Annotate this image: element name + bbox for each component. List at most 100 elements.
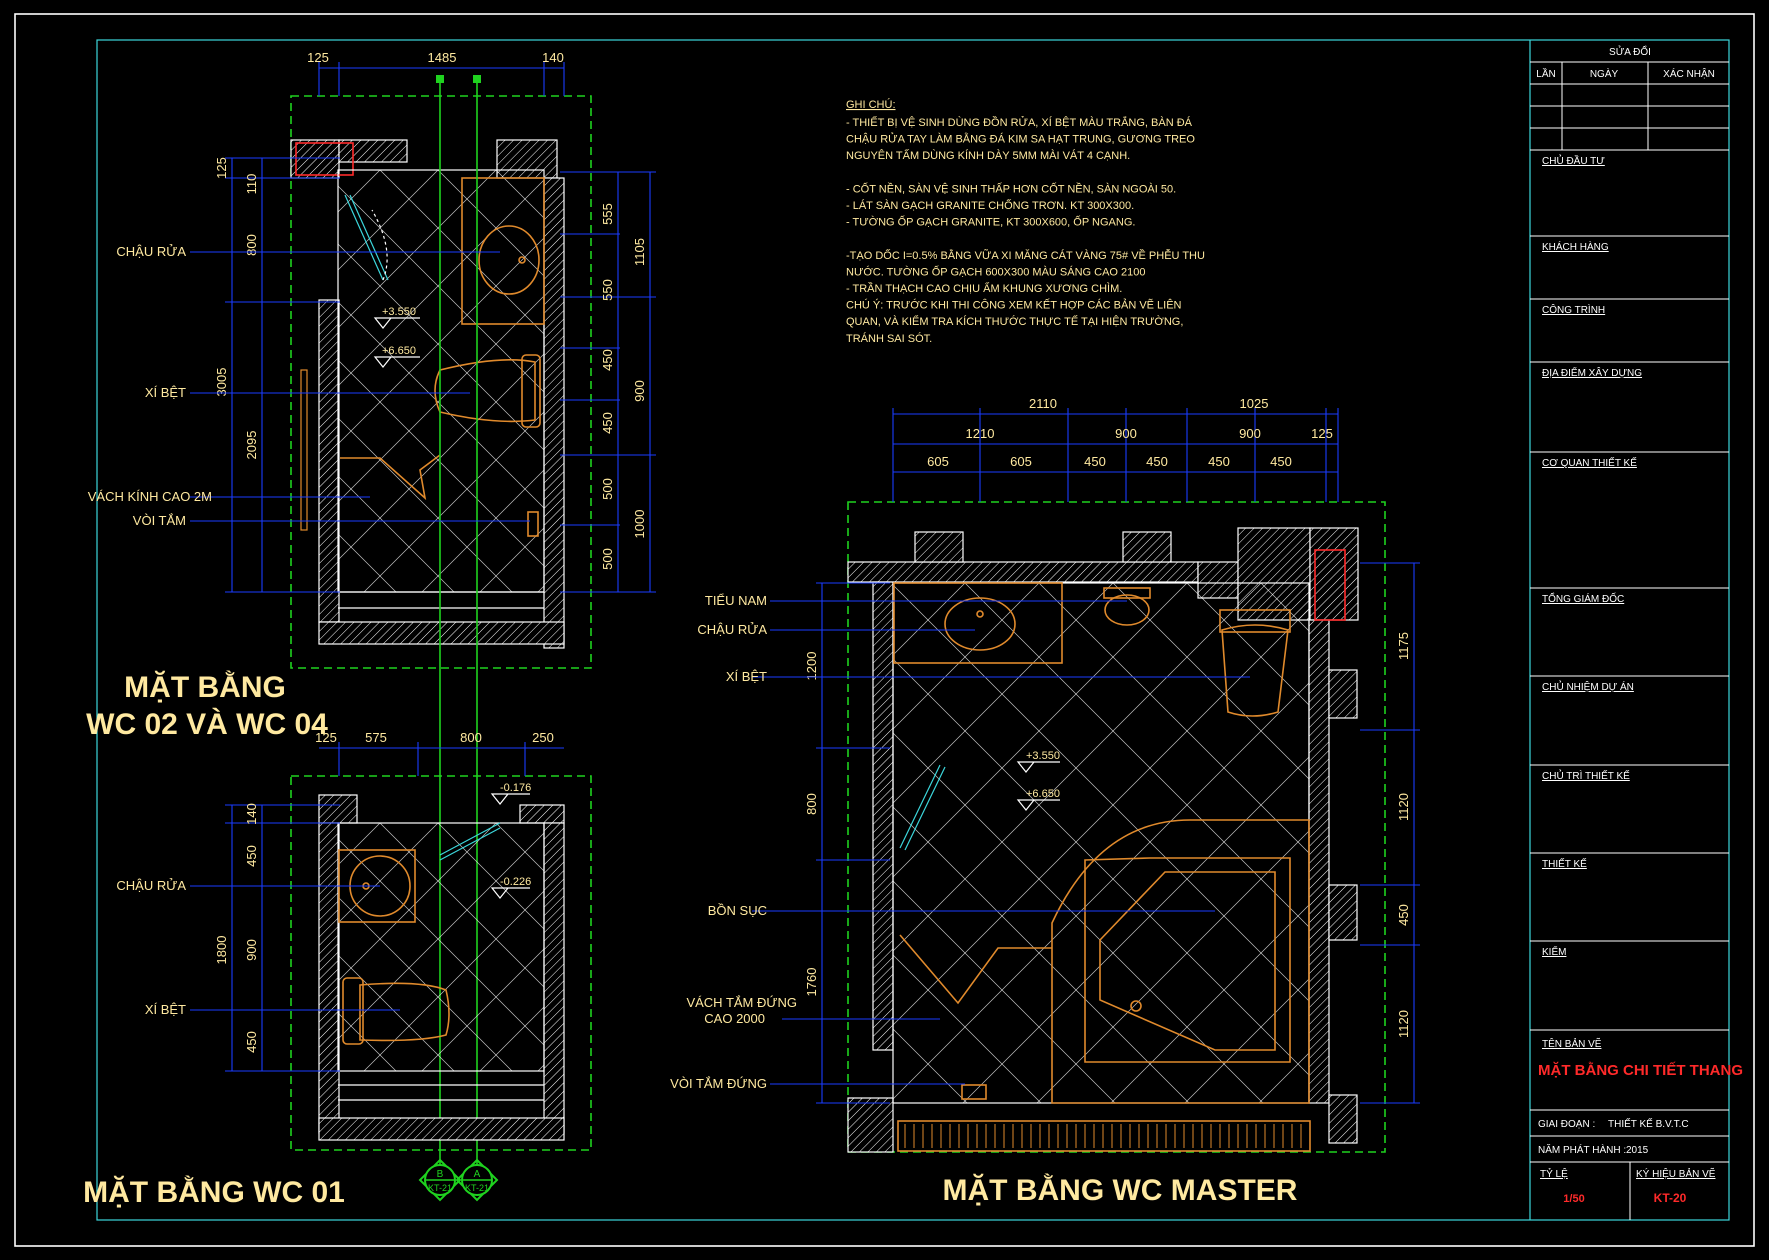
wc02-dim-right-3: 550	[600, 279, 615, 301]
wc01-toilet	[359, 982, 450, 1042]
tile-line	[437, 170, 544, 277]
tile-line	[1260, 583, 1309, 632]
phase-label: GIAI ĐOẠN :	[1538, 1119, 1595, 1130]
master-dim-right-4: 1120	[1396, 1010, 1411, 1038]
wc02-vanity-counter	[461, 177, 545, 325]
tile-line	[479, 1006, 544, 1071]
wc01-dim-top-3: 800	[460, 730, 482, 745]
section-b-letter: B	[437, 1169, 444, 1180]
master-label-bathtub: BỒN SỤC	[708, 903, 767, 918]
wc02-level-1: +3.550	[382, 306, 416, 318]
wc02-basin	[478, 225, 540, 295]
tile-line	[338, 838, 544, 1046]
tile-line	[338, 185, 544, 393]
tile-line	[0, 170, 90, 592]
wc02-grid-frame	[290, 95, 592, 669]
wc02-dim-left-4: 3005	[214, 368, 229, 397]
section-b-ref: KT-21	[428, 1183, 452, 1193]
tile-line	[338, 832, 544, 1040]
wc02-dim-left-3: 800	[244, 234, 259, 256]
master-dim-top3-1: 605	[927, 454, 949, 469]
year-value: 2015	[1626, 1145, 1649, 1156]
master-dim-left-2: 800	[804, 793, 819, 815]
master-grid-frame	[847, 501, 1386, 1153]
tile-line	[421, 469, 544, 592]
master-dim-top3-2: 605	[1010, 454, 1032, 469]
tile-line	[893, 658, 1309, 1076]
tile-line	[893, 954, 1042, 1103]
code-value: KT-20	[1654, 1191, 1687, 1205]
master-level-1: +3.550	[1026, 750, 1060, 762]
note-line: - LÁT SÀN GẠCH GRANITE CHỐNG TRƠN. KT 30…	[846, 198, 1134, 212]
tile-line	[338, 170, 497, 329]
tile-line	[893, 682, 1309, 1100]
master-vanity-counter	[893, 582, 1063, 664]
master-label-urinal: TIỂU NAM	[705, 593, 767, 608]
sheet-inner-border	[96, 39, 1730, 1221]
tile-line	[379, 823, 544, 988]
tile-line	[893, 583, 1262, 952]
master-title: MẶT BẰNG WC MASTER	[943, 1173, 1298, 1207]
tile-line	[338, 591, 339, 592]
wc01-label-basin: CHẬU RỬA	[116, 878, 186, 893]
title-block-field: CHỦ TRÌ THIẾT KẾ	[1542, 769, 1630, 782]
master-dim-right-3: 450	[1396, 904, 1411, 926]
master-level-2: +6.650	[1026, 788, 1060, 800]
master-floor-tiles	[0, 583, 1309, 1103]
title-block-field: TỔNG GIÁM ĐỐC	[1542, 591, 1624, 605]
wc02-label-toilet: XÍ BỆT	[145, 385, 186, 400]
plan-wc02: 125 1485 140 125 110 800 3005 2095 555 1…	[0, 50, 1266, 1180]
note-line: CHẬU RỬA TAY LÀM BẰNG ĐÁ KIM SA HẠT TRUN…	[846, 133, 1195, 146]
master-label-shower: VÒI TẮM ĐỨNG	[670, 1076, 767, 1091]
tile-line	[338, 1012, 397, 1071]
tile-line	[0, 823, 206, 1071]
master-basin	[944, 597, 1016, 651]
title-block-field: KHÁCH HÀNG	[1542, 240, 1609, 253]
wc02-level-2: +6.650	[382, 345, 416, 357]
wc02-shower-screen	[340, 454, 441, 501]
tile-line	[338, 295, 544, 503]
plan-wc01: 125 575 800 250 140 450 1800 900 450 CHẬ…	[0, 730, 592, 1209]
title-block-field: KIỂM	[1542, 945, 1566, 958]
tile-line	[786, 170, 1208, 592]
wc01-title: MẶT BẰNG WC 01	[83, 1175, 345, 1209]
plan-wc-master: 2110 1025 1210 900 900 125 605 605 450 4…	[0, 396, 1420, 1207]
tile-line	[338, 823, 439, 924]
tile-line	[1, 583, 521, 1103]
tile-line	[338, 417, 513, 592]
title-block-field: ĐỊA ĐIỂM XÂY DỰNG	[1542, 366, 1642, 379]
master-dim-top3-5: 450	[1208, 454, 1230, 469]
note-line: -TẠO DỐC I=0.5% BẰNG VỮA XI MĂNG CÁT VÀN…	[846, 248, 1205, 262]
tile-line	[379, 170, 544, 335]
master-dim-top3-4: 450	[1146, 454, 1168, 469]
tile-line	[844, 170, 1266, 592]
tile-line	[338, 475, 455, 592]
tile-line	[421, 948, 544, 1071]
tile-line	[1110, 904, 1309, 1103]
rev-col-2: NGÀY	[1590, 67, 1619, 80]
master-toilet	[1221, 624, 1289, 717]
code-label: KÝ HIỆU BẢN VẼ	[1636, 1167, 1716, 1180]
tile-line	[0, 170, 206, 592]
wc02-dim-left-5: 2095	[244, 431, 259, 460]
wc01-level-2: -0.226	[500, 876, 531, 888]
tile-line	[338, 243, 544, 451]
note-line: NƯỚC. TƯỜNG ỐP GẠCH 600X300 MÀU SÁNG CAO…	[846, 264, 1146, 278]
section-a-ref: KT-21	[465, 1183, 489, 1193]
tile-line	[0, 583, 447, 1103]
wc02-dim-right-8: 1000	[632, 510, 647, 539]
wc02-label-basin: CHẬU RỬA	[116, 244, 186, 259]
master-dim-top3-6: 450	[1270, 454, 1292, 469]
tile-line	[893, 583, 1040, 730]
tile-line	[338, 237, 544, 445]
section-marker-b: B KT-21	[418, 1158, 462, 1202]
tile-line	[437, 823, 544, 930]
sheet-outer-border	[14, 13, 1755, 1247]
wc01-floor-tiles	[0, 823, 544, 1071]
master-shower-screen	[899, 934, 1052, 1005]
wc02-dim-left-2: 110	[244, 174, 259, 195]
wc01-level-1: -0.176	[500, 782, 531, 794]
tile-line	[338, 301, 544, 509]
master-label-shower-screen: VÁCH TẮM ĐỨNG	[686, 995, 797, 1010]
master-dim-top1-1: 2110	[1029, 396, 1057, 411]
